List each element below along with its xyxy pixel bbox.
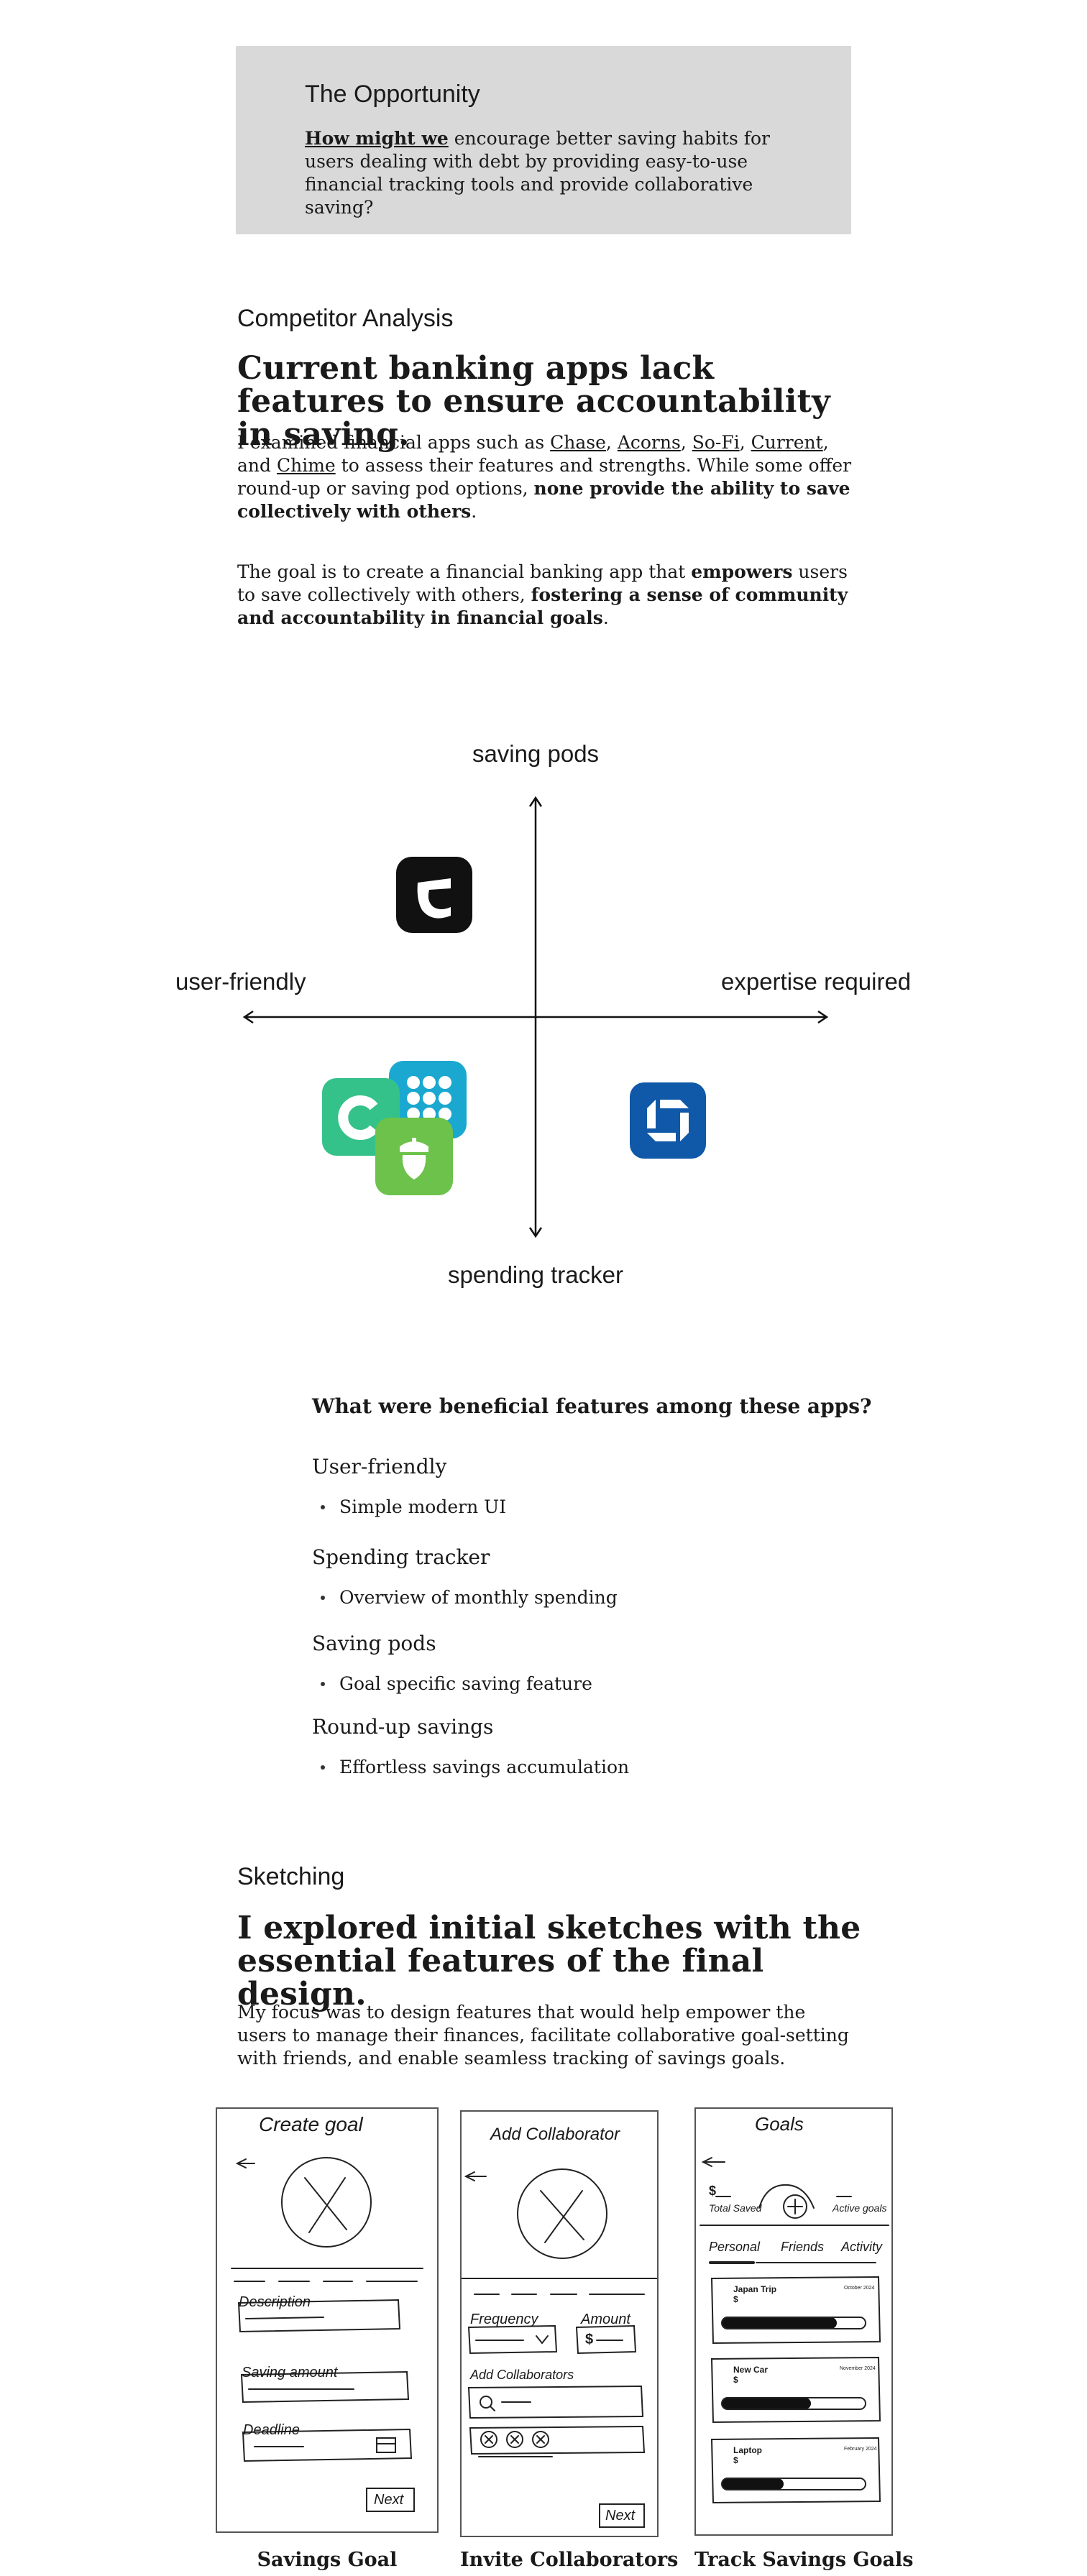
acorns-app-icon <box>375 1118 453 1195</box>
features-question: What were beneficial features among thes… <box>312 1394 872 1418</box>
app-link-acorns[interactable]: Acorns <box>617 432 681 453</box>
sketch-title: Create goal <box>259 2113 363 2135</box>
competitor-section-label: Competitor Analysis <box>237 305 454 332</box>
sketch-goal-date: February 2024 <box>844 2447 877 2452</box>
sketch-next-button: Next <box>605 2508 636 2524</box>
competitor-headline: Current banking apps lack features to en… <box>237 350 830 453</box>
sketch-goal-symbol: $ <box>733 2294 738 2304</box>
bullet-dot <box>321 1681 325 1686</box>
sketch-goals: Goals $ Total Saved Active goals Persona… <box>694 2107 893 2536</box>
feature-detail-text: Goal specific saving feature <box>339 1673 592 1694</box>
p2-bold-community: fostering a sense of community and accou… <box>237 584 848 628</box>
p2-c: users to save collectively with others, <box>237 561 848 605</box>
opportunity-card: The Opportunity How might we encourage b… <box>236 46 851 234</box>
sketch-title: Add Collaborator <box>490 2125 620 2144</box>
axis-label-left: user-friendly <box>175 968 306 995</box>
sketch-add-collaborator: Add Collaborator Frequency Amount $ Add … <box>460 2110 659 2537</box>
axis-label-bottom: spending tracker <box>448 1261 623 1288</box>
app-link-chase[interactable]: Chase <box>550 432 606 453</box>
feature-detail-item: Simple modern UI <box>321 1496 506 1517</box>
axis-label-top: saving pods <box>472 740 600 767</box>
axis-label-right: expertise required <box>721 968 912 995</box>
comma: , <box>680 432 692 453</box>
sketching-section-label: Sketching <box>237 1863 345 1890</box>
current-app-icon <box>396 857 472 933</box>
feature-detail-text: Overview of monthly spending <box>339 1587 618 1608</box>
sketch-amount-symbol: $ <box>585 2332 594 2347</box>
sketch-goal-symbol: $ <box>733 2455 738 2465</box>
period: . <box>471 501 477 522</box>
sketch-caption: Track Savings Goals <box>694 2549 914 2571</box>
bullet-dot <box>321 1595 325 1600</box>
chase-app-icon <box>630 1082 706 1159</box>
sketch-field-label: Description <box>239 2294 311 2310</box>
period: . <box>602 607 609 628</box>
sketch-tab: Personal <box>709 2240 761 2254</box>
sketch-stat-symbol: $ <box>709 2184 717 2198</box>
competitor-paragraph-2: The goal is to create a financial bankin… <box>237 561 856 630</box>
sketch-next-button: Next <box>374 2492 404 2508</box>
sketch-title: Goals <box>755 2113 804 2135</box>
p2-bold-empowers: empowers <box>691 561 793 582</box>
sketch-field-label: Deadline <box>243 2422 300 2438</box>
sketch-caption: Savings Goal <box>257 2549 398 2571</box>
sketch-tab: Friends <box>781 2240 825 2254</box>
sketch-drawing <box>700 2157 889 2504</box>
and-text: , and <box>237 432 829 476</box>
sketch-goal-name: New Car <box>733 2365 769 2375</box>
feature-detail-item: Effortless savings accumulation <box>321 1757 629 1777</box>
sketch-drawing <box>462 2168 657 2528</box>
opportunity-statement: How might we encourage better saving hab… <box>305 127 782 219</box>
sketch-caption: Invite Collaborators <box>460 2549 679 2571</box>
sketch-field-label: Saving amount <box>242 2365 338 2380</box>
app-link-current[interactable]: Current <box>751 432 823 453</box>
feature-detail-item: Goal specific saving feature <box>321 1673 592 1694</box>
sketch-goal-name: Japan Trip <box>733 2284 777 2294</box>
p1-intro: I examined financial apps such as <box>237 432 551 453</box>
bullet-dot <box>321 1765 325 1770</box>
competitor-paragraph-1: I examined financial apps such as Chase,… <box>237 431 853 523</box>
sketch-drawing <box>231 2157 423 2512</box>
sketch-goal-date: November 2024 <box>840 2366 876 2371</box>
p2-a: The goal is to create a financial bankin… <box>237 561 692 582</box>
sketch-field-label: Amount <box>581 2312 630 2327</box>
competitor-quadrant: saving pods spending tracker user-friend… <box>173 726 935 1301</box>
bullet-dot <box>321 1504 325 1509</box>
sketch-create-goal: Create goal Description Saving amount De… <box>216 2107 439 2533</box>
sketch-goal-name: Laptop <box>733 2445 762 2455</box>
sketch-stat-label: Total Saved <box>709 2202 762 2214</box>
feature-detail-text: Simple modern UI <box>339 1496 507 1517</box>
quadrant-axes <box>242 796 829 1238</box>
sketch-tab: Activity <box>841 2240 883 2254</box>
feature-detail-item: Overview of monthly spending <box>321 1587 618 1608</box>
sketching-body: My focus was to design features that wou… <box>237 2002 849 2069</box>
sketch-goal-symbol: $ <box>733 2375 738 2385</box>
feature-heading-saving-pods: Saving pods <box>312 1632 436 1655</box>
feature-heading-spending-tracker: Spending tracker <box>312 1545 490 1569</box>
hmw-lead: How might we <box>305 128 449 149</box>
feature-detail-text: Effortless savings accumulation <box>339 1757 630 1777</box>
feature-heading-user-friendly: User-friendly <box>312 1455 447 1478</box>
p1-bold: none provide the ability to save collect… <box>237 478 850 522</box>
app-link-sofi[interactable]: So-Fi <box>692 432 740 453</box>
sketch-field-label: Add Collaborators <box>470 2368 574 2382</box>
opportunity-body: encourage better saving habits for users… <box>305 128 770 218</box>
feature-heading-round-up: Round-up savings <box>312 1715 494 1739</box>
sketching-headline: I explored initial sketches with the ess… <box>237 1910 861 2012</box>
sketch-stat-label: Active goals <box>833 2202 887 2214</box>
app-link-chime[interactable]: Chime <box>276 455 336 476</box>
sketch-field-label: Frequency <box>470 2312 538 2327</box>
sketch-goal-date: October 2024 <box>844 2286 875 2291</box>
opportunity-title: The Opportunity <box>305 80 480 108</box>
comma: , <box>739 432 751 453</box>
p1-rest: to assess their features and strengths. … <box>237 455 852 499</box>
comma: , <box>605 432 618 453</box>
